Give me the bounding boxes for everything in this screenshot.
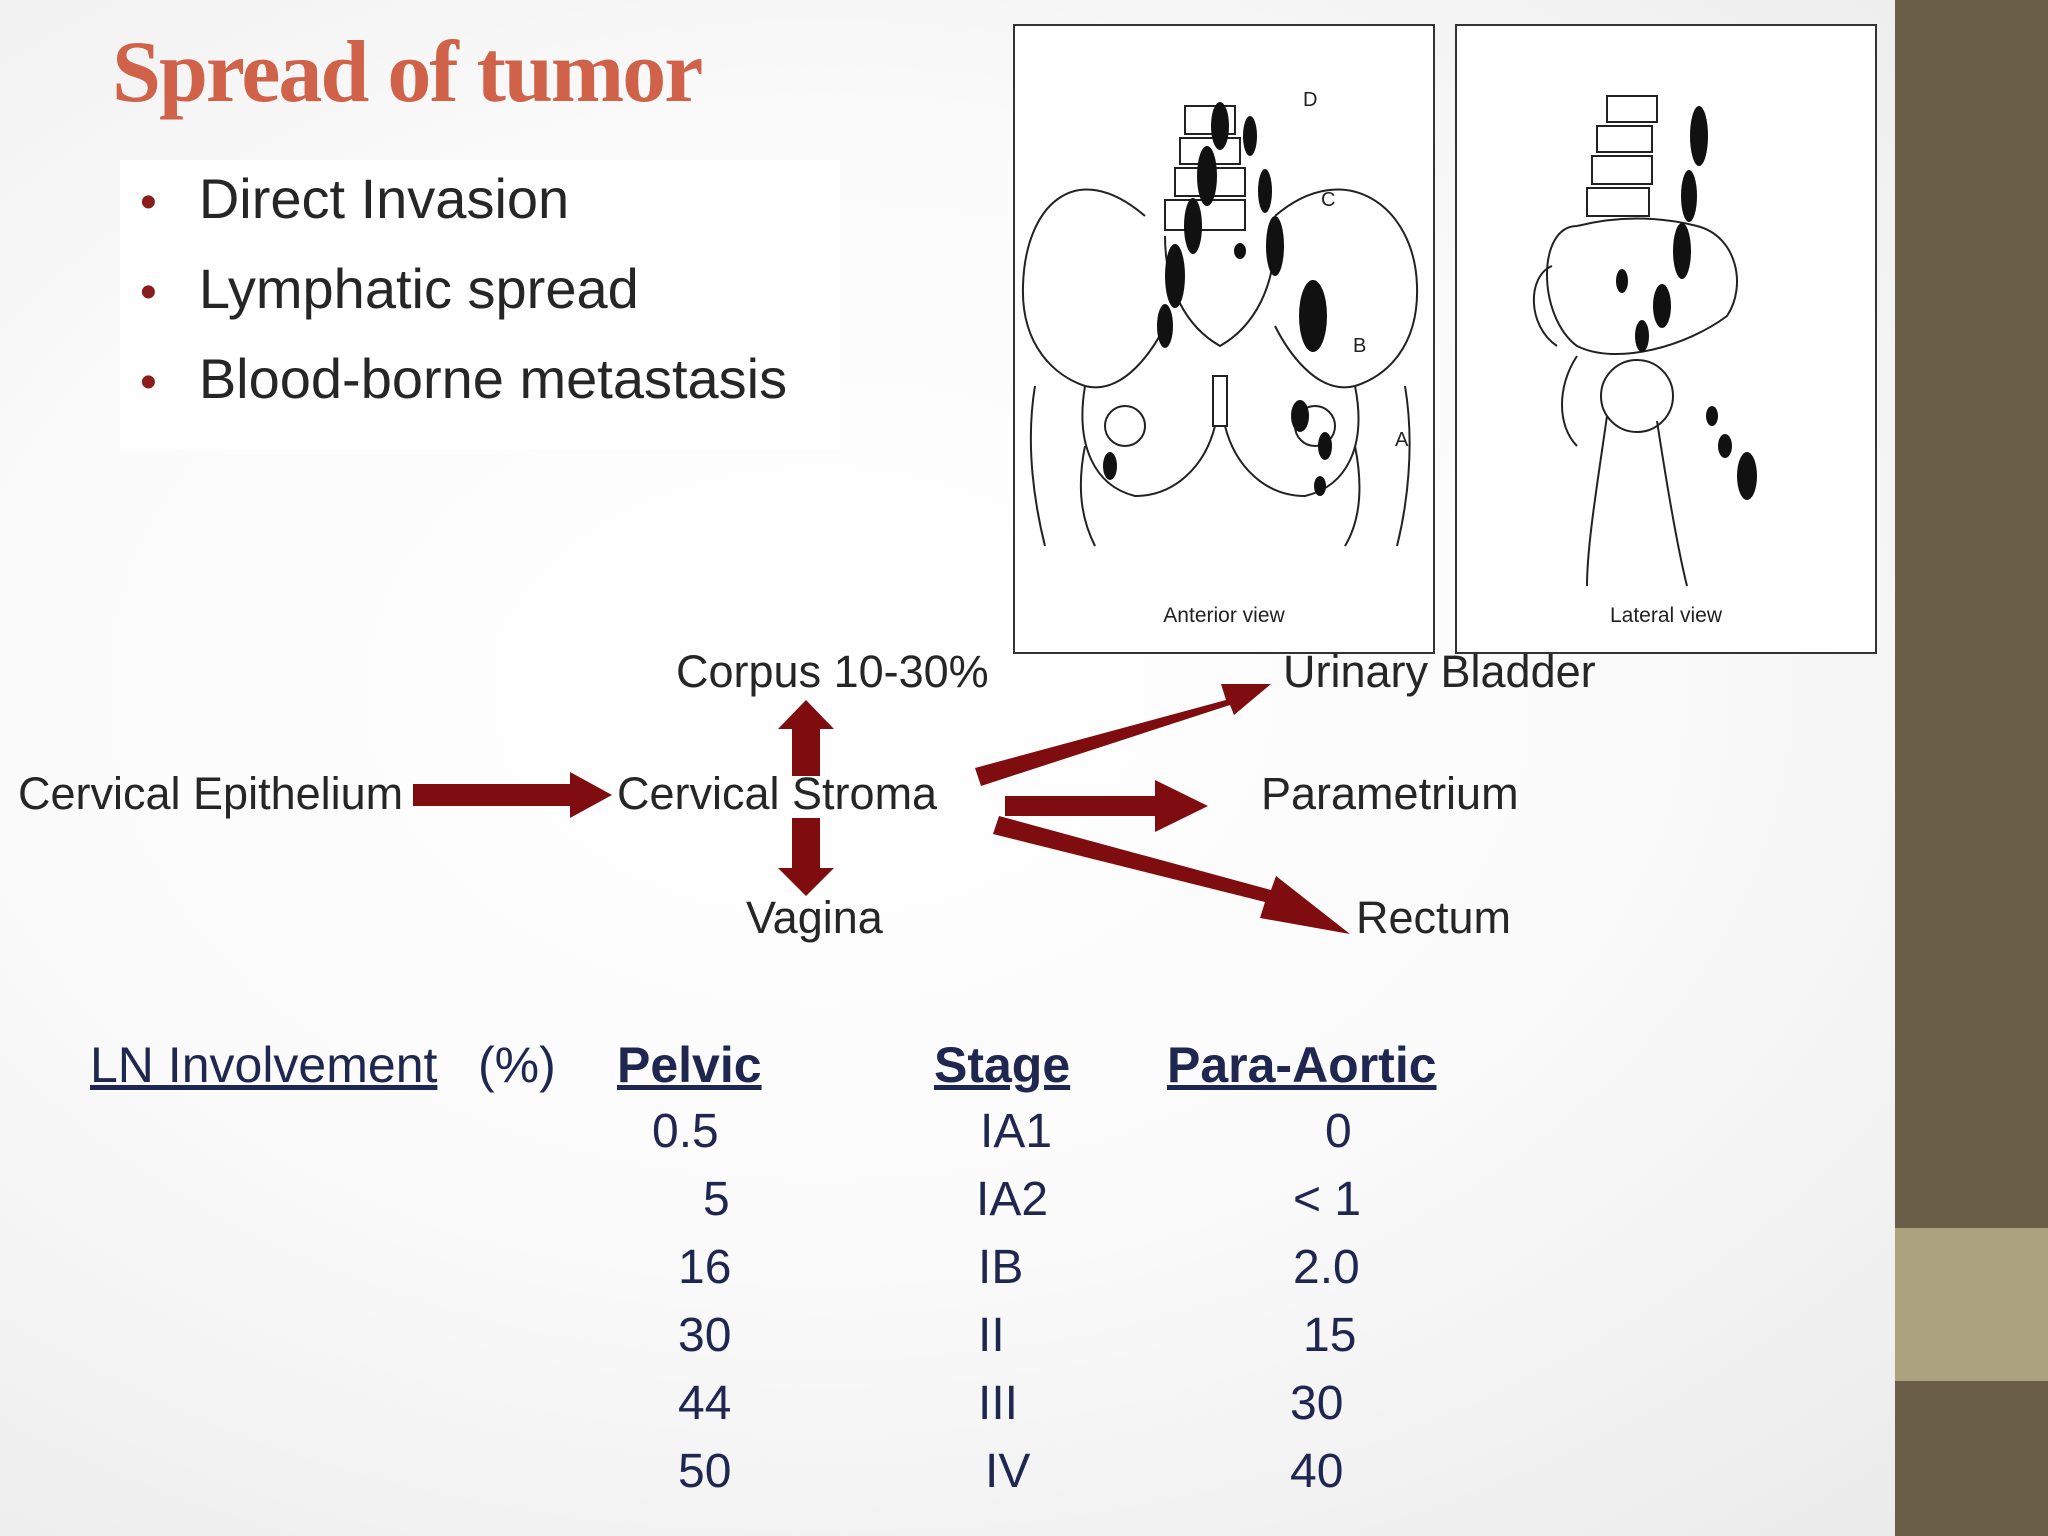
cell-pelvic: 16 [678, 1241, 732, 1294]
decorative-sidebar-band [1895, 1228, 2048, 1381]
cell-para-aortic: 2.0 [1293, 1241, 1360, 1294]
cell-stage: IA1 [980, 1105, 1053, 1158]
cell-pelvic: 50 [678, 1445, 732, 1498]
column-header-pelvic: Pelvic [617, 1037, 762, 1093]
bullet-list: •Direct Invasion •Lymphatic spread •Bloo… [120, 160, 840, 450]
pelvis-lateral-illustration [1532, 95, 1757, 587]
figure-caption: Anterior view [1163, 604, 1285, 627]
label-vagina: Vagina [746, 892, 883, 943]
cell-para-aortic: < 1 [1293, 1173, 1362, 1226]
label-cervical-stroma: Cervical Stroma [617, 768, 938, 819]
region-letter: C [1321, 189, 1335, 211]
flow-arrows [413, 684, 1350, 934]
cell-para-aortic: 40 [1290, 1445, 1344, 1498]
cell-stage: II [978, 1309, 1005, 1362]
cell-stage: III [978, 1377, 1019, 1430]
lateral-view-figure: Lateral view [1455, 24, 1877, 654]
label-rectum: Rectum [1356, 892, 1512, 943]
cell-stage: IB [978, 1241, 1024, 1294]
cell-pelvic: 30 [678, 1309, 732, 1362]
bullet-dot-icon: • [140, 176, 157, 229]
anterior-view-figure: D C B A Anterior view [1013, 24, 1435, 654]
slide-title: Spread of tumor [112, 24, 703, 121]
region-letter: B [1353, 335, 1366, 357]
figure-caption: Lateral view [1609, 604, 1723, 627]
label-corpus: Corpus 10-30% [676, 646, 989, 697]
cell-stage: IA2 [976, 1173, 1049, 1226]
bullet-dot-icon: • [140, 266, 157, 319]
pelvis-anterior-illustration: D C B A [1021, 89, 1419, 547]
label-cervical-epithelium: Cervical Epithelium [18, 768, 404, 819]
cell-para-aortic: 15 [1303, 1309, 1357, 1362]
bullet-item: •Blood-borne metastasis [140, 347, 788, 410]
arrow-down-to-vagina-icon [778, 818, 834, 896]
cell-para-aortic: 30 [1290, 1377, 1344, 1430]
arrow-up-to-corpus-icon [778, 700, 834, 776]
cell-stage: IV [985, 1445, 1031, 1498]
arrow-to-rectum-icon [993, 816, 1350, 934]
arrow-to-parametrium-icon [1005, 780, 1208, 832]
arrow-to-urinary-bladder-icon [975, 684, 1271, 786]
bullet-dot-icon: • [140, 356, 157, 409]
label-urinary-bladder: Urinary Bladder [1283, 646, 1596, 697]
bullet-item: •Direct Invasion [140, 167, 570, 230]
column-header-stage: Stage [934, 1037, 1071, 1093]
slide: Spread of tumor •Direct Invasion •Lympha… [18, 24, 1877, 1498]
arrow-epithelium-to-stroma-icon [413, 772, 612, 818]
column-header-para-aortic: Para-Aortic [1167, 1037, 1437, 1093]
label-parametrium: Parametrium [1261, 768, 1519, 819]
cell-para-aortic: 0 [1325, 1105, 1352, 1158]
ln-involvement-label: LN Involvement [90, 1037, 438, 1093]
cell-pelvic: 0.5 [652, 1105, 719, 1158]
region-letter: A [1395, 429, 1409, 451]
region-letter: D [1303, 89, 1317, 111]
bullet-item: •Lymphatic spread [140, 257, 639, 320]
cell-pelvic: 5 [703, 1173, 730, 1226]
cell-pelvic: 44 [678, 1377, 732, 1430]
ln-unit-label: (%) [478, 1037, 556, 1093]
